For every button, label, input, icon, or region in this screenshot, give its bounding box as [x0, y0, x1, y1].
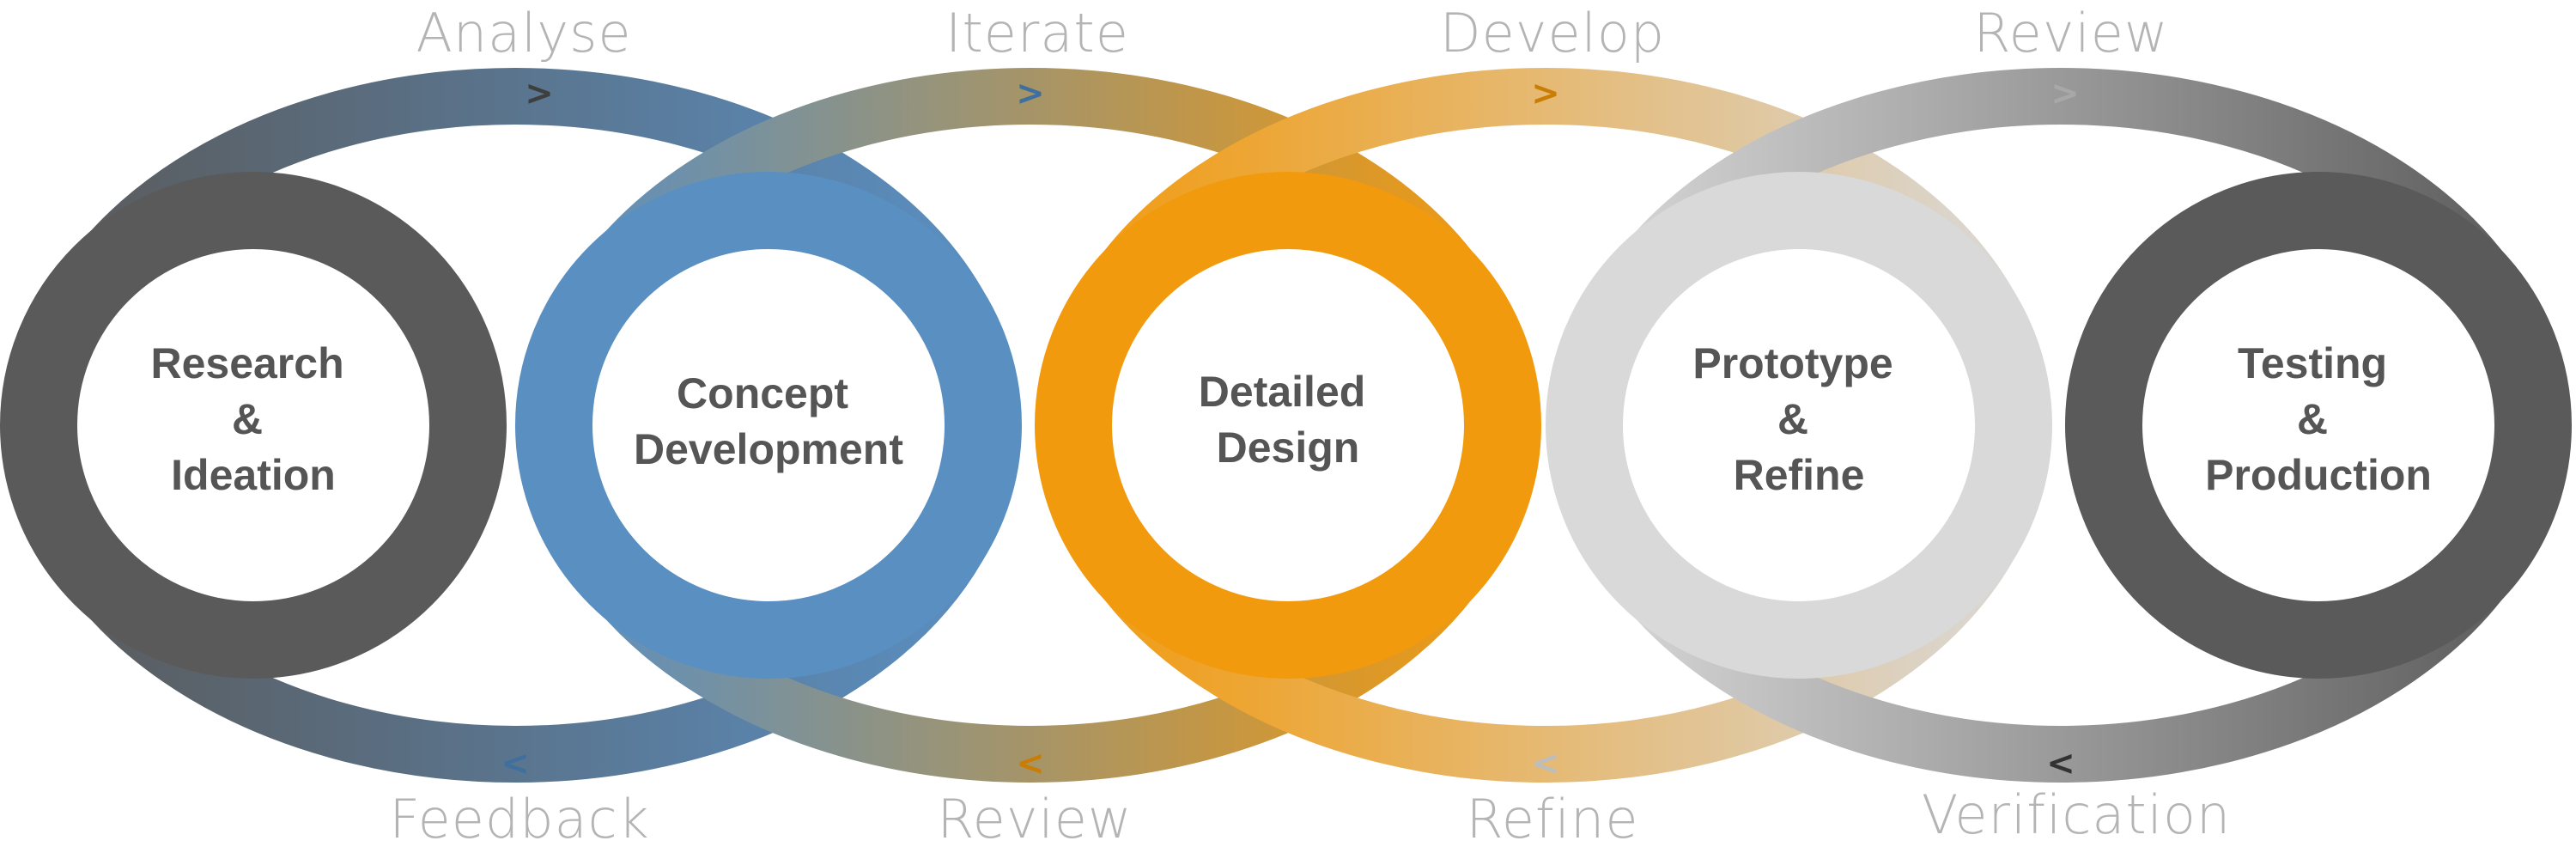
flow-label-review-bottom: Review [937, 788, 1132, 850]
ring-testing [2065, 172, 2572, 679]
chevron-left-icon: < [501, 744, 530, 783]
top-flow-labels: Analyse Iterate Develop Review [416, 2, 2168, 64]
chevron-right-icon: > [1531, 74, 1560, 113]
flow-label-feedback: Feedback [389, 788, 649, 850]
chevron-left-icon: < [2046, 744, 2075, 783]
flow-label-analyse: Analyse [416, 2, 631, 64]
stage-label-testing: Testing & Production [2205, 339, 2432, 499]
flow-label-refine: Refine [1467, 788, 1639, 850]
flow-label-review-top: Review [1973, 2, 2168, 64]
chevron-right-icon: > [2050, 74, 2080, 113]
flow-label-verification: Verification [1922, 783, 2231, 846]
ring-research [0, 172, 507, 679]
chevron-left-icon: < [1531, 744, 1560, 783]
stage-rings [0, 172, 2572, 679]
stage-labels: Research & Ideation Concept Development … [150, 339, 2431, 499]
stage-label-research: Research & Ideation [150, 339, 355, 499]
direction-chevrons: > > > > < < < < [501, 74, 2080, 783]
stage-label-concept: Concept Development [634, 369, 903, 473]
ring-detailed [1035, 172, 1541, 679]
flow-label-develop: Develop [1440, 2, 1665, 64]
stage-label-prototype: Prototype & Refine [1692, 339, 1905, 499]
stage-label-detailed: Detailed Design [1199, 368, 1377, 472]
flow-label-iterate: Iterate [945, 2, 1129, 64]
chevron-left-icon: < [1016, 744, 1045, 783]
ring-concept [515, 172, 1022, 679]
chevron-right-icon: > [1016, 74, 1045, 113]
bottom-flow-labels: Feedback Review Refine Verification [389, 783, 2231, 850]
ring-prototype [1546, 172, 2052, 679]
chevron-right-icon: > [525, 74, 554, 113]
